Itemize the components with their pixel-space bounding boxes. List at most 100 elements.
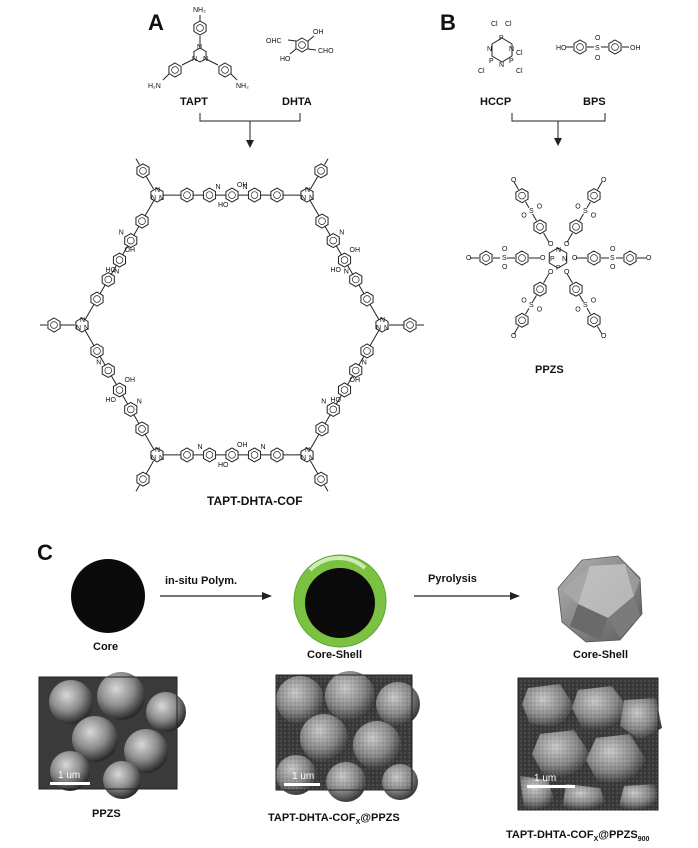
svg-text:O: O: [601, 333, 607, 340]
svg-text:N: N: [159, 195, 164, 202]
caption-cof-ppzs: TAPT-DHTA-COFX@PPZS: [268, 812, 400, 826]
sem-image-cof-ppzs-900: 1 um: [517, 677, 662, 811]
svg-text:O: O: [610, 264, 616, 271]
cof-label: TAPT-DHTA-COF: [207, 494, 303, 508]
svg-text:O: O: [591, 213, 597, 220]
svg-text:O: O: [595, 55, 601, 62]
svg-text:O: O: [511, 333, 517, 340]
svg-text:N: N: [151, 455, 156, 462]
panel-c-letter: C: [37, 540, 53, 565]
svg-text:OH: OH: [125, 377, 136, 384]
svg-text:O: O: [575, 306, 581, 313]
svg-text:N: N: [198, 444, 203, 451]
svg-text:O: O: [521, 297, 527, 304]
core-shell-label-1: Core-Shell: [307, 649, 362, 661]
svg-text:Cl: Cl: [491, 21, 498, 28]
faceted-sphere: [557, 555, 643, 643]
arrow1-label: in-situ Polym.: [165, 575, 237, 587]
core-shell-label-2: Core-Shell: [573, 649, 628, 661]
svg-text:N: N: [556, 247, 561, 254]
svg-text:O: O: [572, 255, 578, 262]
svg-text:HO: HO: [106, 267, 117, 274]
svg-text:OH: OH: [350, 377, 361, 384]
svg-text:N: N: [192, 56, 197, 63]
svg-text:P: P: [550, 256, 555, 263]
svg-text:O: O: [502, 246, 508, 253]
svg-text:HO: HO: [218, 462, 229, 469]
svg-text:N: N: [159, 455, 164, 462]
svg-text:N: N: [309, 195, 314, 202]
svg-text:N: N: [301, 455, 306, 462]
svg-text:HO: HO: [218, 202, 229, 209]
svg-text:N: N: [509, 46, 514, 53]
svg-text:N: N: [362, 359, 367, 366]
scale-text-2: 1 um: [292, 771, 314, 782]
svg-text:HO: HO: [331, 267, 342, 274]
svg-text:O: O: [537, 204, 543, 211]
svg-text:O: O: [540, 255, 546, 262]
svg-text:N: N: [376, 325, 381, 332]
core-inner-sphere: [305, 568, 375, 638]
panel-a: A N N N NH₂ H₂N NH₂ TAPT OH HO: [40, 7, 424, 508]
h2n-left: H₂N: [148, 83, 161, 90]
svg-text:O: O: [511, 177, 517, 184]
panel-b: B P N N P P N Cl Cl Cl Cl Cl HCCP HO S O…: [440, 10, 652, 376]
bps-label: BPS: [583, 96, 606, 108]
svg-text:O: O: [564, 241, 570, 248]
svg-text:Cl: Cl: [516, 50, 523, 57]
svg-text:N: N: [305, 447, 310, 454]
svg-text:O: O: [537, 306, 543, 313]
dhta-structure: OH HO OHC CHO: [266, 29, 334, 63]
arrow1-head: [262, 592, 272, 600]
svg-text:OH: OH: [630, 45, 641, 52]
svg-text:N: N: [84, 325, 89, 332]
svg-text:N: N: [114, 269, 119, 276]
svg-text:O: O: [575, 204, 581, 211]
svg-text:Cl: Cl: [505, 21, 512, 28]
tapt-label: TAPT: [180, 96, 208, 108]
svg-text:N: N: [155, 187, 160, 194]
svg-text:N: N: [216, 184, 221, 191]
svg-text:HO: HO: [280, 56, 291, 63]
svg-text:S: S: [595, 45, 600, 52]
caption-cof-ppzs-900: TAPT-DHTA-COFX@PPZS900: [506, 829, 650, 843]
svg-text:O: O: [564, 269, 570, 276]
svg-text:O: O: [610, 246, 616, 253]
svg-text:N: N: [384, 325, 389, 332]
panel-b-letter: B: [440, 10, 456, 35]
hccp-structure: P N N P P N Cl Cl Cl Cl Cl: [478, 21, 523, 75]
caption-ppzs: PPZS: [92, 808, 121, 820]
svg-text:OH: OH: [313, 29, 324, 36]
sem-image-ppzs: 1 um: [38, 672, 186, 799]
svg-text:P: P: [509, 58, 514, 65]
svg-text:P: P: [556, 265, 561, 272]
svg-text:OH: OH: [125, 247, 136, 254]
svg-text:N: N: [380, 317, 385, 324]
svg-text:OH: OH: [237, 182, 248, 189]
combine-bracket-a: [199, 113, 301, 122]
svg-text:S: S: [610, 255, 615, 262]
arrow2-head: [510, 592, 520, 600]
hccp-label: HCCP: [480, 96, 511, 108]
svg-text:O: O: [548, 241, 554, 248]
svg-text:N: N: [487, 46, 492, 53]
svg-text:N: N: [243, 184, 248, 191]
svg-text:S: S: [583, 208, 588, 215]
svg-text:N: N: [80, 317, 85, 324]
svg-text:N: N: [305, 187, 310, 194]
svg-text:O: O: [502, 264, 508, 271]
svg-text:P: P: [499, 35, 504, 42]
nh2-top: NH₂: [193, 7, 206, 14]
nh2-right: NH₂: [236, 83, 249, 90]
svg-text:N: N: [76, 325, 81, 332]
svg-text:OHC: OHC: [266, 38, 282, 45]
svg-text:S: S: [502, 255, 507, 262]
svg-text:N: N: [309, 455, 314, 462]
svg-text:N: N: [151, 195, 156, 202]
svg-text:N: N: [301, 195, 306, 202]
svg-text:HO: HO: [106, 397, 117, 404]
svg-text:OH: OH: [350, 247, 361, 254]
svg-text:N: N: [155, 447, 160, 454]
svg-text:N: N: [339, 230, 344, 237]
